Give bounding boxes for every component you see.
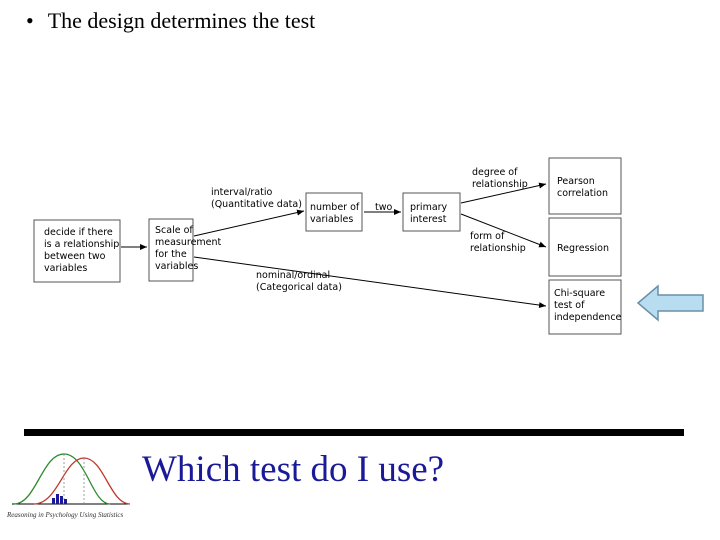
footer-title: Which test do I use? [142,449,445,490]
edge-primary-regression [460,213,547,248]
logo-caption: Reasoning in Psychology Using Statistics [7,511,124,519]
node-numvars-box [305,192,363,232]
footer-divider [24,429,684,436]
node-numvars-label: number of variables [310,202,362,225]
node-decide-box [33,219,121,283]
node-primary-label: primary interest [410,202,450,225]
bullet-text: The design determines the test [47,8,316,33]
edge-primary-pearson [460,182,547,204]
node-decide-label: decide if there is a relationship betwee… [44,227,122,274]
bullet-dot: • [26,8,34,33]
node-regression-box [548,217,622,277]
node-pearson-label: Pearson correlation [557,176,608,199]
edge-label-interval: interval/ratio (Quantitative data) [211,187,302,210]
edge-scale-chisq [193,256,547,309]
edge-label-form: form of relationship [470,231,526,254]
edge-label-two: two [375,202,392,213]
bullet-item: • The design determines the test [26,8,315,34]
node-chisq-box [548,279,622,335]
node-scale-box [148,218,194,282]
node-pearson-box [548,157,622,215]
node-regression-label: Regression [557,243,609,254]
node-chisq-label: Chi-square test of independence [554,288,622,323]
node-scale-label: Scale of measurement for the variables [155,225,224,272]
distribution-curves-logo [12,453,131,505]
edge-scale-numvars [193,209,305,237]
edge-label-nominal: nominal/ordinal (Categorical data) [256,270,342,293]
edge-label-degree: degree of relationship [472,167,528,190]
left-arrow-icon[interactable] [636,284,706,322]
node-primary-box [402,192,461,232]
